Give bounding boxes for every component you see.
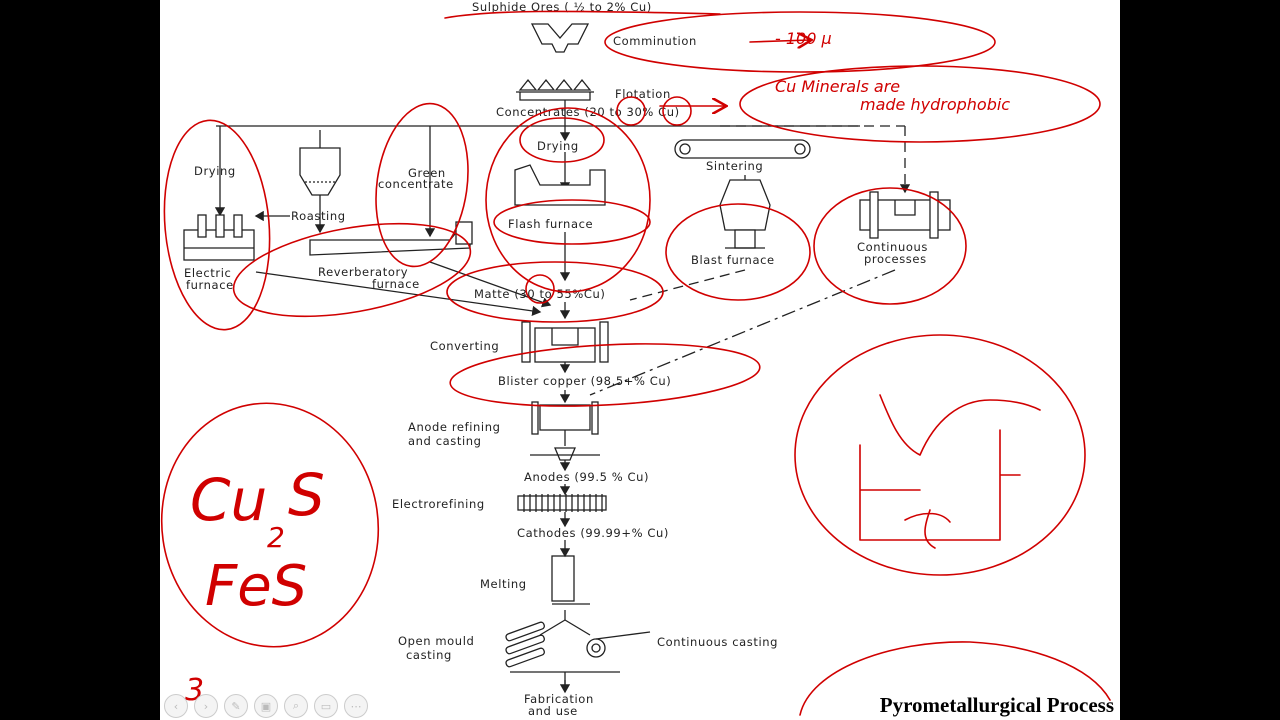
screen-button[interactable]: ▭	[314, 694, 338, 718]
label-electric-2: furnace	[186, 278, 234, 292]
slide-title: Pyrometallurgical Process	[879, 693, 1114, 717]
red-annotations	[160, 10, 1111, 716]
converter-icon	[521, 321, 609, 363]
pen-tool-button[interactable]: ✎	[224, 694, 248, 718]
previous-slide-button[interactable]: ‹	[164, 694, 188, 718]
label-electrorefining: Electrorefining	[392, 497, 485, 511]
label-reverb-2: furnace	[372, 277, 420, 291]
melting-furnace-icon	[551, 555, 590, 605]
label-electric-1: Electric	[184, 266, 231, 280]
anode-furnace-icon	[530, 401, 600, 461]
electric-furnace-icon	[183, 214, 255, 261]
label-green-2: concentrate	[378, 177, 454, 191]
next-slide-button[interactable]: ›	[194, 694, 218, 718]
svg-text:Cu: Cu	[190, 466, 267, 534]
label-drying-flash: Drying	[537, 139, 579, 153]
label-sintering: Sintering	[706, 159, 763, 173]
annotation-fes: FeS	[205, 554, 307, 619]
annotation-size: - 100 μ	[775, 29, 832, 48]
label-anodes: Anodes (99.5 % Cu)	[524, 470, 649, 484]
label-roasting: Roasting	[291, 209, 346, 223]
label-matte: Matte (30 to 55%Cu)	[474, 287, 605, 301]
continuous-process-icon	[859, 191, 951, 239]
svg-text:S: S	[288, 461, 325, 529]
label-continuous-1: Continuous	[857, 240, 928, 254]
annotation-hydrophobic-1: Cu Minerals are	[775, 77, 900, 96]
open-mould-bars-icon	[505, 621, 545, 668]
label-concentrates: Concentrates (20 to 30% Cu)	[496, 105, 680, 119]
label-ores: Sulphide Ores ( ½ to 2% Cu)	[472, 0, 652, 14]
sintering-conveyor-icon	[674, 139, 811, 159]
label-open-mould-1: Open mould	[398, 634, 474, 648]
reverberatory-furnace-icon	[309, 221, 473, 256]
label-blast-furnace: Blast furnace	[691, 253, 775, 267]
label-cathodes: Cathodes (99.99+% Cu)	[517, 526, 669, 540]
label-continuous-2: processes	[864, 252, 927, 266]
flotation-cells-icon	[516, 78, 594, 101]
more-options-button[interactable]: ⋯	[344, 694, 368, 718]
zoom-button[interactable]: ⌕	[284, 694, 308, 718]
annotation-cu2s: Cu 2 S	[190, 461, 325, 554]
label-reverb-1: Reverberatory	[318, 265, 408, 279]
presentation-toolbar: ‹ › ✎ ▣ ⌕ ▭ ⋯	[164, 694, 368, 718]
electrorefining-cell-icon	[517, 494, 607, 512]
slide: Sulphide Ores ( ½ to 2% Cu) Comminution …	[160, 0, 1120, 720]
crusher-icon	[530, 23, 590, 53]
label-anode-refining-2: and casting	[408, 434, 482, 448]
label-anode-refining-1: Anode refining	[408, 420, 501, 434]
label-blister: Blister copper (98.5+% Cu)	[498, 374, 671, 388]
label-converting: Converting	[430, 339, 499, 353]
svg-text:2: 2	[267, 521, 285, 554]
label-fabrication-1: Fabrication	[524, 692, 594, 706]
flash-furnace-icon	[514, 164, 606, 206]
blast-furnace-icon	[719, 179, 771, 249]
annotation-hydrophobic-2: made hydrophobic	[860, 95, 1010, 114]
roaster-icon	[299, 130, 341, 196]
label-open-mould-2: casting	[406, 648, 452, 662]
label-drying-left: Drying	[194, 164, 236, 178]
continuous-casting-coil-icon	[586, 631, 651, 658]
label-flash-furnace: Flash furnace	[508, 217, 593, 231]
label-green-1: Green	[408, 166, 446, 180]
label-continuous-casting: Continuous casting	[657, 635, 778, 649]
flow-diagram: Sulphide Ores ( ½ to 2% Cu) Comminution …	[160, 0, 1111, 718]
label-melting: Melting	[480, 577, 527, 591]
label-comminution: Comminution	[613, 34, 697, 48]
label-fabrication-2: and use	[528, 704, 578, 718]
see-all-slides-button[interactable]: ▣	[254, 694, 278, 718]
